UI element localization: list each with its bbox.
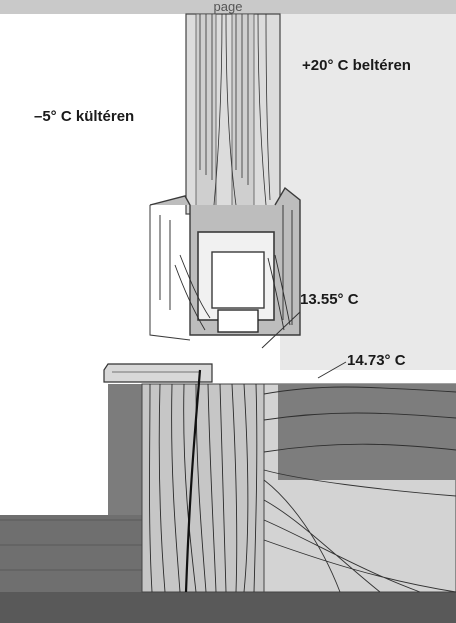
- masonry-right: [263, 383, 456, 593]
- glazing-unit: [185, 13, 281, 222]
- frame-profile: [149, 186, 301, 341]
- brick-core: [141, 369, 265, 593]
- header-band: [0, 0, 456, 14]
- leader-line-14: [317, 361, 347, 379]
- interior-region: [280, 14, 456, 370]
- masonry-left: [0, 384, 456, 623]
- header-text: page: [213, 0, 243, 14]
- leader-line-13: [261, 311, 301, 349]
- label-interior-temp: +20° C beltéren: [302, 57, 411, 74]
- label-glass-edge-temp: 13.55° C: [300, 291, 359, 308]
- label-sill-temp: 14.73° C: [347, 352, 406, 369]
- label-exterior-temp: –5° C kültéren: [34, 108, 135, 125]
- sill-board: [103, 363, 213, 383]
